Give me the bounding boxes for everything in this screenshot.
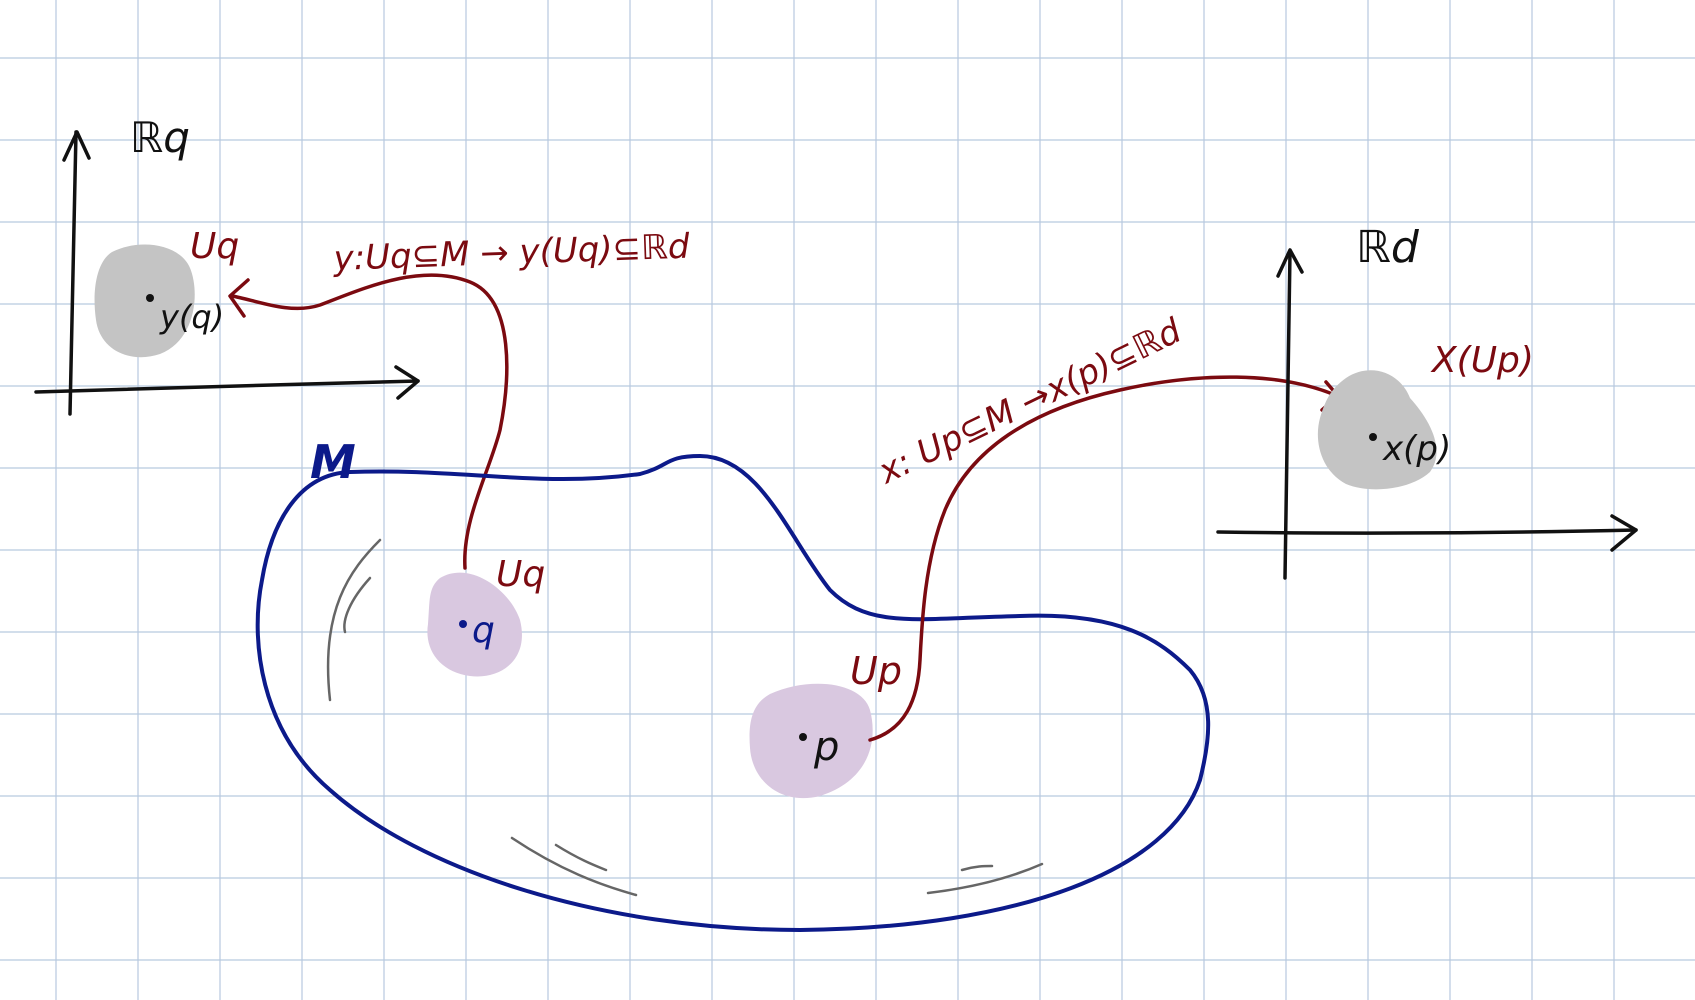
- right-y-axis: [1283, 250, 1292, 580]
- p-neighborhood-label: Up: [850, 649, 902, 693]
- left-chart-arrow: [230, 273, 509, 570]
- p-neighborhood: [749, 683, 873, 799]
- left-chart-arrowhead: [228, 278, 250, 318]
- q-point-dot: [459, 620, 467, 628]
- left-y-axis: [68, 130, 78, 416]
- p-point-dot: [799, 733, 807, 741]
- q-neighborhood-label: Uq: [496, 554, 545, 595]
- q-neighborhood: [427, 572, 522, 677]
- left-chart-map-label: y:Uq⊆M → y(Uq)⊆ℝd: [332, 227, 691, 279]
- right-x-axis: [1216, 528, 1638, 535]
- left-axes: [34, 130, 420, 416]
- left-x-arrowhead: [394, 365, 420, 400]
- left-image-point-dot: [146, 294, 154, 302]
- right-space-label: ℝd: [1356, 222, 1420, 273]
- right-image-point-dot: [1369, 433, 1377, 441]
- right-image-region: [1317, 370, 1437, 490]
- left-y-arrowhead: [62, 130, 91, 162]
- left-x-axis: [34, 379, 420, 394]
- right-image-point-label: x(p): [1382, 429, 1451, 469]
- p-point-label: p: [813, 724, 839, 770]
- right-image-region-label: X(Up): [1430, 340, 1534, 381]
- right-chart-map-label: x: Up⊆M →x(p)⊆ℝd: [872, 311, 1188, 493]
- right-y-arrowhead: [1276, 248, 1304, 278]
- left-image-point-label: y(q): [159, 298, 224, 336]
- right-axes: [1216, 248, 1638, 580]
- left-space-label: ℝq: [130, 113, 190, 162]
- manifold-shading: [326, 538, 1044, 897]
- manifold-boundary: [255, 454, 1211, 932]
- left-image-region-label: Uq: [190, 226, 239, 267]
- right-chart-arrow: [868, 375, 1337, 742]
- manifold-label: M: [310, 435, 356, 489]
- q-point-label: q: [472, 610, 495, 651]
- left-image-region: [94, 244, 195, 358]
- right-x-arrowhead: [1610, 514, 1638, 552]
